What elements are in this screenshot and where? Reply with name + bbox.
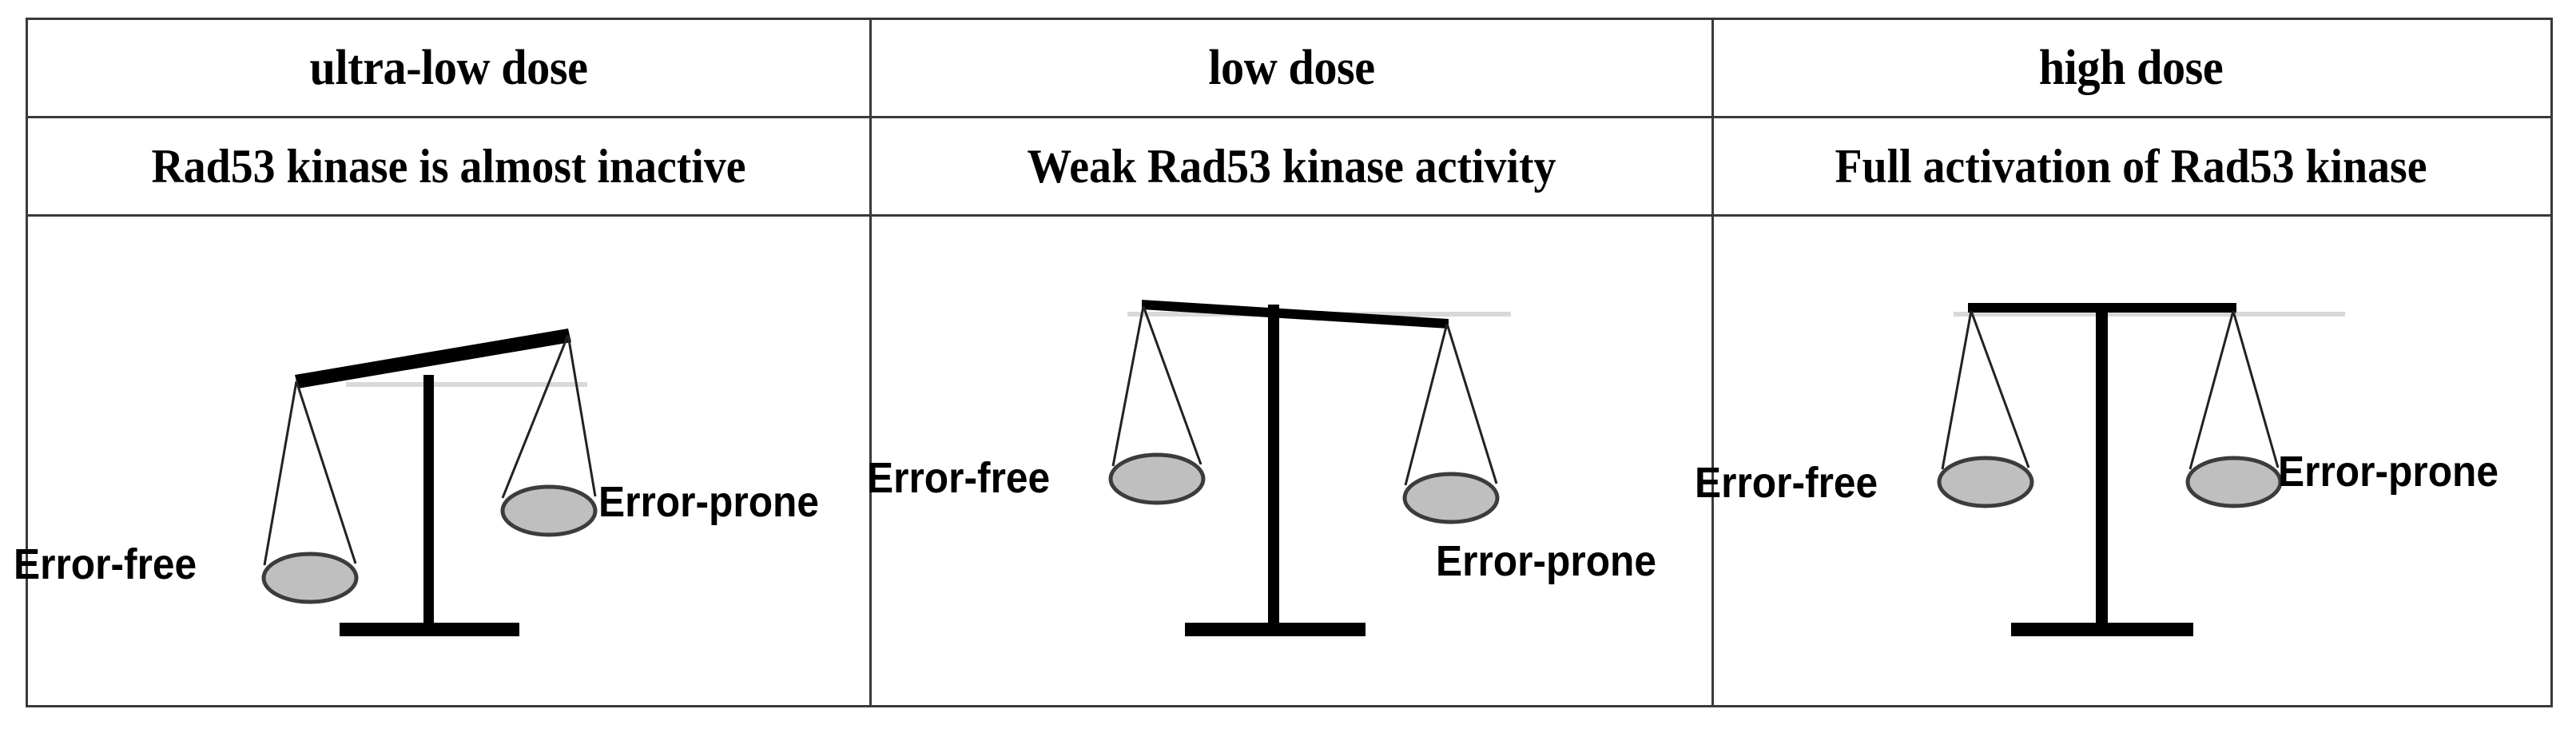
balance-scale-low-dose: Error-free Error-prone [867, 217, 1711, 705]
label-error-free: Error-free [14, 540, 197, 588]
label-error-free: Error-free [867, 454, 1051, 502]
string-left-inner-icon [1142, 305, 1203, 465]
header-cell-ultra-low-dose: ultra-low dose [28, 20, 872, 116]
balance-scale-high-dose: Error-free Error-prone [1695, 217, 2548, 705]
string-right-inner-icon [1445, 323, 1498, 484]
balance-scale-diagram [1937, 303, 2345, 636]
post-icon [423, 375, 434, 632]
string-right-inner-icon [2232, 310, 2280, 468]
post-icon [2096, 306, 2108, 632]
beam-icon [295, 329, 571, 388]
string-left-outer-icon [1111, 305, 1145, 467]
pan-right-error-prone-icon [500, 484, 598, 537]
description-cell-high-dose: Full activation of Rad53 kinase [1714, 118, 2548, 214]
pan-left-error-free-icon [1937, 456, 2034, 508]
string-right-inner-icon [566, 334, 597, 497]
string-left-inner-icon [1970, 310, 2030, 468]
label-error-prone: Error-prone [2278, 448, 2499, 496]
pan-left-error-free-icon [1108, 452, 1206, 505]
column-header-label: ultra-low dose [309, 41, 588, 95]
string-right-outer-icon [1404, 323, 1449, 486]
table-figure-row: Error-free Error-prone [14, 217, 2550, 705]
column-header-label: high dose [2038, 41, 2224, 95]
figure-cell-high-dose: Error-free Error-prone [1695, 217, 2548, 705]
balance-scale-diagram [1108, 300, 1511, 636]
pan-right-error-prone-icon [2185, 456, 2283, 508]
beam-icon [1142, 300, 1449, 329]
kinase-activity-description: Full activation of Rad53 kinase [1835, 140, 2427, 193]
balance-scale-ultra-low-dose: Error-free Error-prone [14, 217, 869, 705]
string-left-outer-icon [263, 380, 298, 566]
label-error-prone: Error-prone [598, 478, 820, 526]
post-icon [1268, 305, 1279, 632]
base-icon [1185, 623, 1366, 636]
header-cell-low-dose: low dose [872, 20, 1714, 116]
figure-cell-low-dose: Error-free Error-prone [867, 217, 1714, 705]
base-icon [2011, 623, 2193, 636]
table-header-row: ultra-low dose low dose high dose [28, 20, 2550, 118]
string-left-outer-icon [1941, 310, 1973, 470]
string-right-outer-icon [501, 334, 570, 499]
dose-comparison-table: ultra-low dose low dose high dose Rad53 … [14, 18, 2553, 707]
beam-icon [1968, 303, 2236, 313]
string-left-inner-icon [295, 380, 357, 564]
column-header-label: low dose [1208, 41, 1375, 95]
description-cell-ultra-low-dose: Rad53 kinase is almost inactive [28, 118, 872, 214]
label-error-prone: Error-prone [1436, 537, 1657, 585]
description-cell-low-dose: Weak Rad53 kinase activity [872, 118, 1714, 214]
table-description-row: Rad53 kinase is almost inactive Weak Rad… [28, 118, 2550, 217]
label-error-free: Error-free [1695, 459, 1878, 507]
figure-cell-ultra-low-dose: Error-free Error-prone [14, 217, 872, 705]
string-right-outer-icon [2188, 310, 2235, 470]
kinase-activity-description: Rad53 kinase is almost inactive [151, 140, 746, 193]
kinase-activity-description: Weak Rad53 kinase activity [1027, 140, 1556, 193]
base-icon [340, 623, 519, 636]
header-cell-high-dose: high dose [1714, 20, 2548, 116]
pan-right-error-prone-icon [1402, 472, 1500, 524]
balance-scale-diagram [261, 329, 598, 636]
pan-left-error-free-icon [261, 552, 359, 604]
